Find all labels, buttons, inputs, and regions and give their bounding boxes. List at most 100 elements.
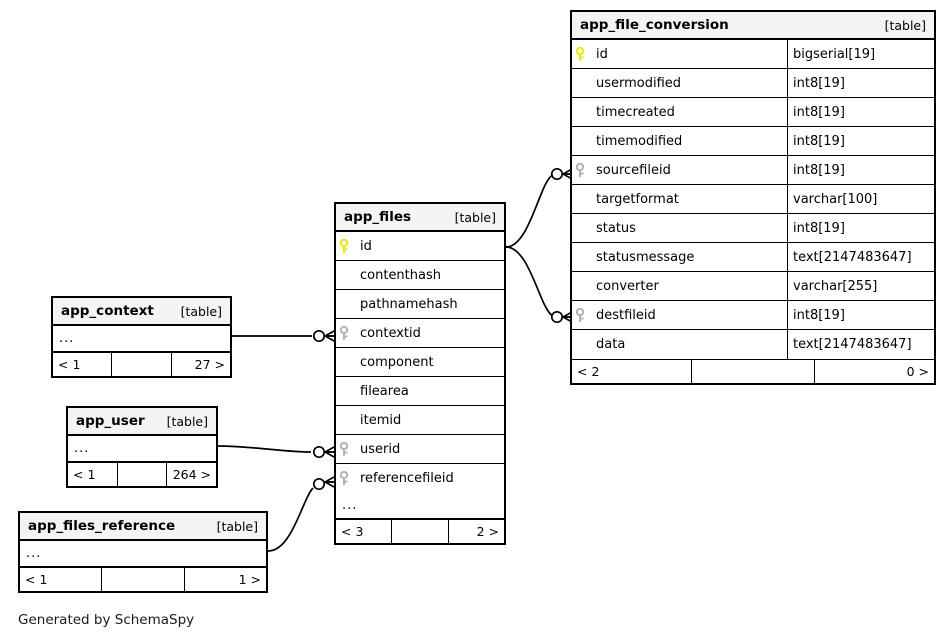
table-row[interactable]: id [336, 232, 504, 261]
table-type-tag: [table] [884, 17, 926, 33]
column-type: text[2147483647] [787, 243, 934, 271]
column-type: int8[19] [787, 301, 934, 329]
no-key-icon [336, 290, 354, 318]
column-name: contenthash [360, 267, 441, 283]
table-title: app_files_reference [28, 518, 176, 534]
connector-app-files-to-destfileid [505, 246, 573, 324]
footer-child-count: 264 > [172, 467, 212, 482]
table-row[interactable]: filearea [336, 377, 504, 406]
table-row[interactable]: referencefileid [336, 464, 504, 493]
column-name: component [360, 354, 434, 370]
table-title: app_files [344, 209, 412, 225]
footer-parent-count: < 1 [73, 467, 96, 482]
table-row[interactable]: status int8[19] [572, 214, 934, 243]
column-name: timemodified [596, 133, 683, 149]
column-name: status [596, 220, 636, 236]
table-header: app_files [table] [336, 204, 504, 232]
column-type: bigserial[19] [787, 40, 934, 68]
table-row[interactable]: id bigserial[19] [572, 40, 934, 69]
table-app-file-conversion[interactable]: app_file_conversion [table] id bigserial… [570, 10, 936, 385]
table-footer: < 1 1 > [20, 567, 266, 591]
generated-by-caption: Generated by SchemaSpy [18, 612, 195, 628]
table-type-tag: [table] [180, 303, 222, 319]
footer-child-count: 2 > [476, 524, 499, 539]
column-type: int8[19] [787, 156, 934, 184]
foreign-key-icon [336, 464, 354, 493]
footer-parent-count: < 2 [577, 364, 600, 379]
more-columns-indicator: ... [53, 326, 230, 352]
table-title: app_user [76, 413, 145, 429]
connector-app-user-to-userid [217, 445, 335, 459]
footer-middle [691, 360, 815, 383]
connector-app-files-to-sourcefileid [505, 167, 573, 248]
foreign-key-icon [336, 435, 354, 463]
table-footer: < 2 0 > [572, 359, 934, 383]
column-name: id [360, 238, 372, 254]
no-key-icon [572, 243, 590, 271]
table-row[interactable]: component [336, 348, 504, 377]
column-name: statusmessage [596, 249, 695, 265]
footer-parent-count: < 1 [58, 357, 81, 372]
no-key-icon [336, 348, 354, 376]
footer-parent-count: < 3 [341, 524, 364, 539]
table-header: app_files_reference [table] [20, 513, 266, 541]
table-app-context[interactable]: app_context [table] ... < 1 27 > [51, 296, 232, 378]
column-name: destfileid [596, 307, 656, 323]
table-row[interactable]: timemodified int8[19] [572, 127, 934, 156]
connector-app-context-to-contextid [232, 329, 335, 343]
more-columns-indicator: ... [68, 436, 216, 462]
no-key-icon [572, 127, 590, 155]
footer-middle [116, 463, 168, 486]
column-name: timecreated [596, 104, 675, 120]
column-name: converter [596, 278, 659, 294]
footer-middle [101, 568, 185, 591]
foreign-key-icon [572, 156, 590, 184]
column-type: int8[19] [787, 214, 934, 242]
table-row[interactable]: pathnamehash [336, 290, 504, 319]
column-name: targetformat [596, 191, 679, 207]
primary-key-icon [572, 40, 590, 68]
table-app-files-reference[interactable]: app_files_reference [table] ... < 1 1 > [18, 511, 268, 593]
table-footer: < 1 27 > [53, 352, 230, 376]
table-row[interactable]: contenthash [336, 261, 504, 290]
table-row[interactable]: contextid [336, 319, 504, 348]
column-name: data [596, 337, 626, 352]
footer-child-count: 27 > [194, 357, 225, 372]
table-type-tag: [table] [454, 209, 496, 225]
table-row[interactable]: timecreated int8[19] [572, 98, 934, 127]
more-columns-indicator: ... [336, 493, 504, 519]
column-name: referencefileid [360, 471, 454, 486]
no-key-icon [572, 185, 590, 213]
table-row[interactable]: converter varchar[255] [572, 272, 934, 301]
column-type: int8[19] [787, 98, 934, 126]
table-app-user[interactable]: app_user [table] ... < 1 264 > [66, 406, 218, 488]
column-list: id bigserial[19] usermodified int8[19] t… [572, 40, 934, 359]
table-row[interactable]: itemid [336, 406, 504, 435]
column-name: contextid [360, 325, 421, 341]
table-header: app_file_conversion [table] [572, 12, 934, 40]
table-row[interactable]: sourcefileid int8[19] [572, 156, 934, 185]
table-title: app_file_conversion [580, 17, 729, 33]
table-row[interactable]: usermodified int8[19] [572, 69, 934, 98]
table-header: app_user [table] [68, 408, 216, 436]
table-row[interactable]: targetformat varchar[100] [572, 185, 934, 214]
column-name: sourcefileid [596, 162, 671, 178]
table-footer: < 3 2 > [336, 519, 504, 543]
table-row[interactable]: destfileid int8[19] [572, 301, 934, 330]
footer-middle [111, 353, 172, 376]
footer-middle [391, 520, 449, 543]
footer-child-count: 1 > [238, 572, 262, 587]
column-name: id [596, 46, 608, 62]
column-name: filearea [360, 383, 409, 399]
table-row[interactable]: data text[2147483647] [572, 330, 934, 359]
table-title: app_context [61, 303, 154, 319]
foreign-key-icon [572, 301, 590, 329]
table-app-files[interactable]: app_files [table] id contenthash pathnam… [334, 202, 506, 545]
more-columns-indicator: ... [20, 541, 266, 567]
column-name: usermodified [596, 75, 682, 91]
table-footer: < 1 264 > [68, 462, 216, 486]
table-row[interactable]: statusmessage text[2147483647] [572, 243, 934, 272]
table-row[interactable]: userid [336, 435, 504, 464]
no-key-icon [336, 377, 354, 405]
